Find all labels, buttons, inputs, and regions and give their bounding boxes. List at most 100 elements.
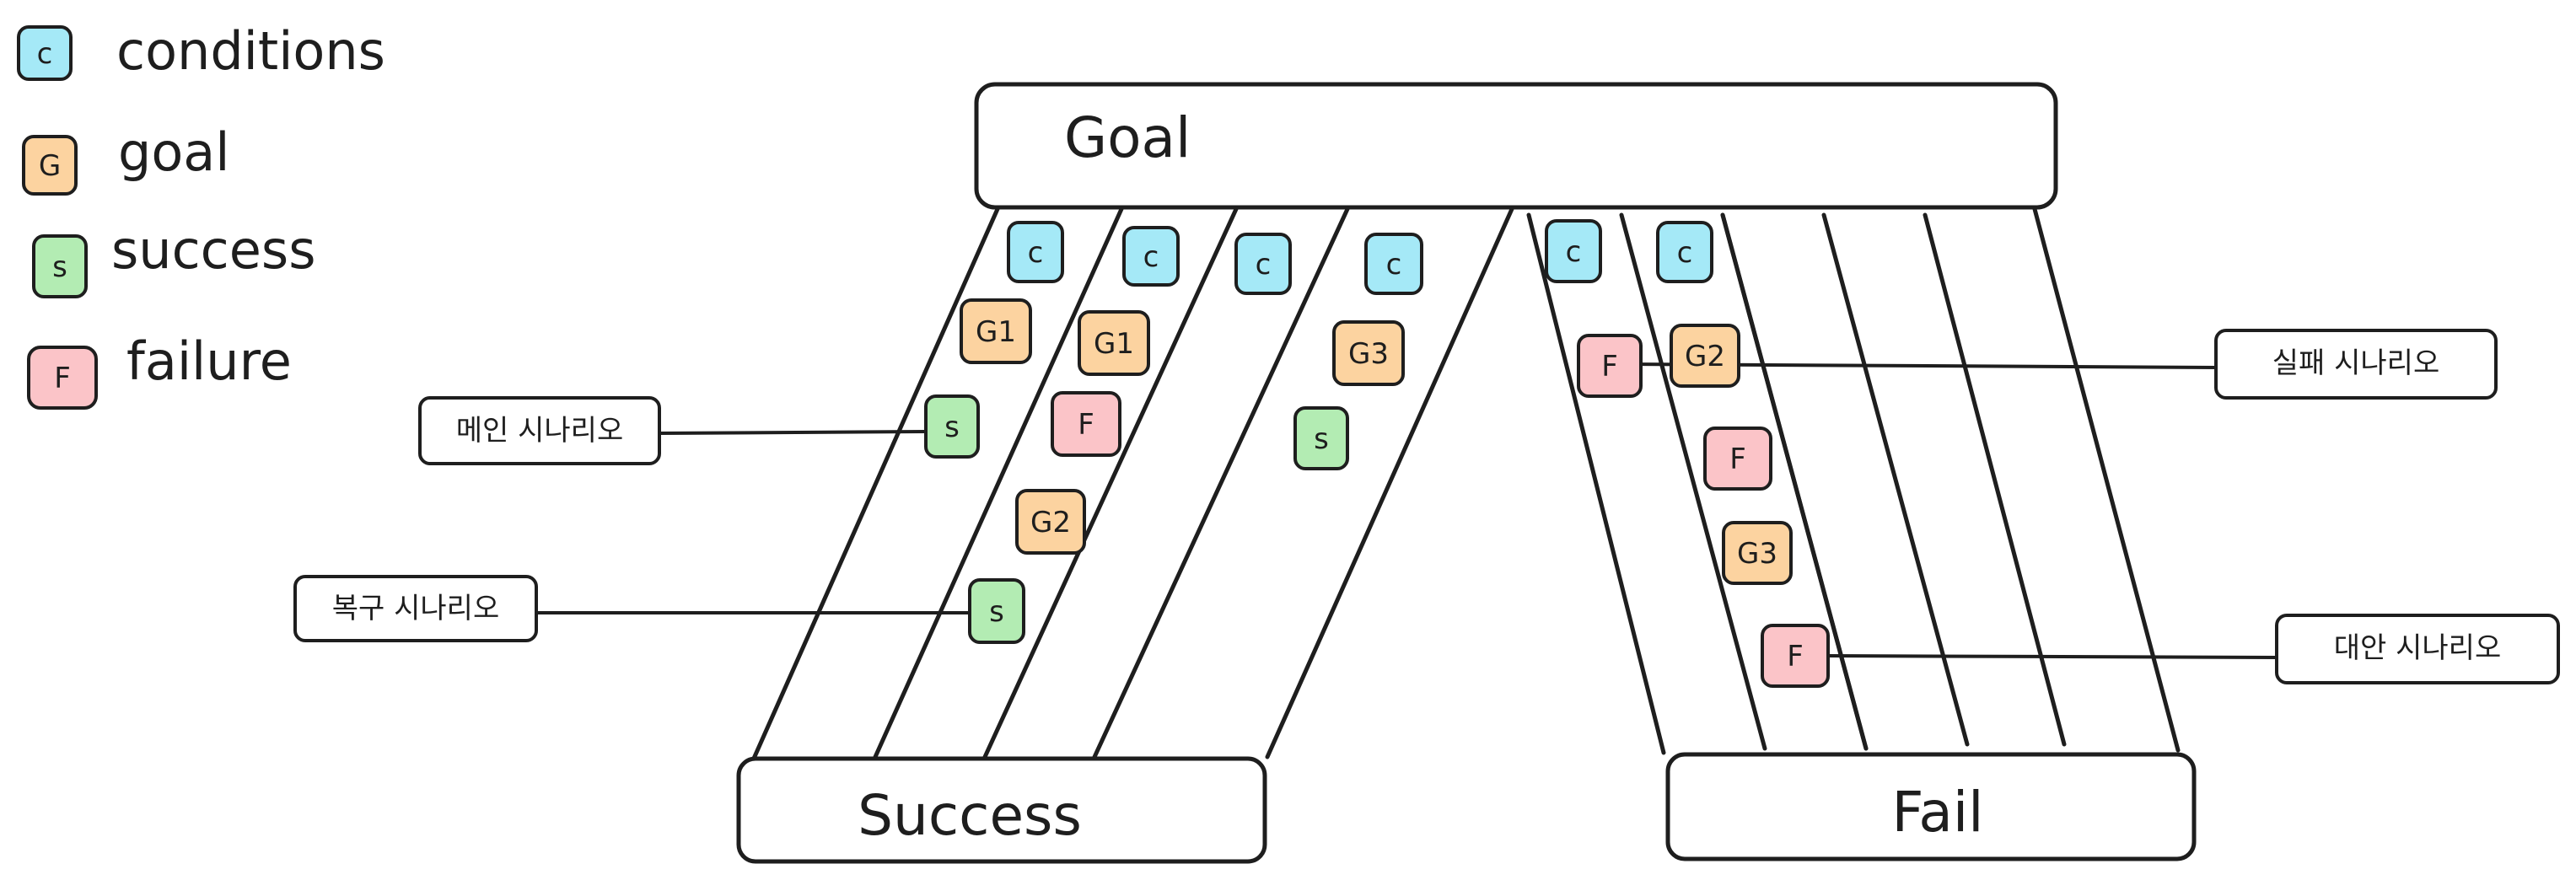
chip-goal: G1: [1078, 310, 1150, 376]
legend-conditions-chip-text: c: [37, 37, 53, 71]
legend-goal-label: goal: [118, 121, 230, 183]
chip-conditions-label: c: [1256, 248, 1272, 282]
lane-line: [2032, 207, 2181, 753]
chip-goal: G3: [1332, 320, 1405, 386]
legend-failure: F failure: [27, 330, 292, 410]
chip-conditions: c: [1656, 221, 1713, 283]
lanes: [750, 207, 2181, 763]
chip-failure: F: [1761, 624, 1830, 688]
legend-conditions: c conditions: [17, 20, 385, 82]
chip-conditions-box: [1364, 233, 1423, 295]
chip-goal-label: G3: [1348, 337, 1389, 371]
callout-failure-label: 실패 시나리오: [2272, 346, 2440, 380]
chip-conditions-label: c: [1677, 236, 1693, 270]
chip-success: s: [968, 578, 1025, 644]
fail-box-label: Fail: [1891, 780, 1983, 845]
chip-failure: F: [1577, 334, 1643, 398]
chip-goal-label: G2: [1030, 506, 1071, 539]
chip-success-box: [1293, 406, 1349, 470]
fail-box-frame: [1665, 752, 2197, 861]
chip-failure-box: [1761, 624, 1830, 688]
main-callout-connector: [659, 430, 927, 435]
lane-line: [1619, 212, 1767, 751]
chip-failure-box: [1703, 427, 1772, 491]
legend-success-chip-text: s: [52, 250, 67, 284]
chip-conditions-box: [1007, 221, 1064, 283]
callout-main-box: [418, 396, 661, 465]
callout-recovery-box: [293, 575, 538, 642]
chip-failure-label: F: [1787, 640, 1804, 673]
chip-conditions: c: [1364, 233, 1423, 295]
success-box-frame: [736, 756, 1267, 864]
callout-alternative-label: 대안 시나리오: [2334, 631, 2502, 665]
chip-conditions-box: [1656, 221, 1713, 283]
chip-conditions-box: [1545, 219, 1602, 283]
legend-goal: G goal: [22, 121, 230, 196]
legend-success-chip: [32, 234, 88, 298]
chip-conditions: c: [1007, 221, 1064, 283]
callout-alternative-box: [2275, 614, 2560, 684]
chip-goal: G3: [1722, 521, 1793, 585]
callout-failure: 실패 시나리오: [2214, 329, 2498, 400]
callout-failure-box: [2214, 329, 2498, 400]
callout-recovery-label: 복구 시나리오: [332, 592, 500, 625]
callout-connectors: [536, 362, 2278, 659]
legend-conditions-chip: [17, 25, 73, 81]
chip-failure: F: [1703, 427, 1772, 491]
legend-success: s success: [32, 219, 316, 298]
chip-goal-box: [1078, 310, 1150, 376]
chip-conditions: c: [1234, 233, 1292, 295]
chip-goal-label: G1: [1094, 327, 1134, 361]
goal-box-frame: [974, 82, 2058, 210]
legend-conditions-label: conditions: [116, 20, 385, 82]
goal-box: Goal: [974, 82, 2058, 210]
chip-goal-box: [1015, 489, 1086, 555]
chip-success-label: s: [944, 410, 960, 444]
legend-goal-chip-text: G: [39, 149, 61, 183]
chip-goal-box: [1670, 324, 1740, 388]
chip-failure-label: F: [1078, 408, 1094, 442]
chip-conditions: c: [1122, 226, 1180, 287]
lane-line: [1265, 207, 1514, 759]
chip-conditions-label: c: [1386, 248, 1402, 282]
alternative-callout-connector: [1827, 654, 2278, 659]
chip-success-box: [924, 394, 980, 459]
chip-conditions-label: c: [1143, 240, 1159, 274]
success-box: Success: [736, 756, 1267, 864]
chip-failure-box: [1051, 391, 1121, 457]
callout-alternative: 대안 시나리오: [2275, 614, 2560, 684]
chip-failure-label: F: [1729, 443, 1746, 476]
chip-conditions-label: c: [1028, 236, 1044, 270]
lane-line: [1092, 207, 1350, 759]
chip-goal-label: G3: [1737, 537, 1777, 571]
chip-goal: G2: [1670, 324, 1740, 388]
chip-goal-label: G1: [976, 315, 1016, 349]
lane-line: [1720, 212, 1869, 751]
legend-goal-chip: [22, 135, 78, 196]
callout-main-label: 메인 시나리오: [456, 414, 624, 448]
callout-recovery: 복구 시나리오: [293, 575, 538, 642]
legend-failure-chip: [27, 346, 98, 410]
chip-failure-label: F: [1601, 350, 1618, 384]
chip-success-label: s: [1314, 422, 1329, 456]
chip-conditions: c: [1545, 219, 1602, 283]
chip-failure-box: [1577, 334, 1643, 398]
lane-line: [873, 207, 1124, 759]
chip-goal: G1: [960, 298, 1032, 364]
lane-line: [750, 207, 1000, 763]
chip-goal-label: G2: [1685, 340, 1725, 373]
chip-conditions-label: c: [1566, 235, 1582, 269]
legend-failure-label: failure: [126, 330, 292, 392]
legend-failure-chip-text: F: [54, 362, 71, 395]
legend: c conditions G goal s success F failure: [17, 20, 385, 410]
chip-success-label: s: [989, 595, 1004, 629]
chip-goal-box: [960, 298, 1032, 364]
chip-conditions-box: [1234, 233, 1292, 295]
chip-success: s: [1293, 406, 1349, 470]
fail-box: Fail: [1665, 752, 2197, 861]
chip-goal-box: [1722, 521, 1793, 585]
chip-conditions-box: [1122, 226, 1180, 287]
goal-box-label: Goal: [1064, 105, 1191, 170]
